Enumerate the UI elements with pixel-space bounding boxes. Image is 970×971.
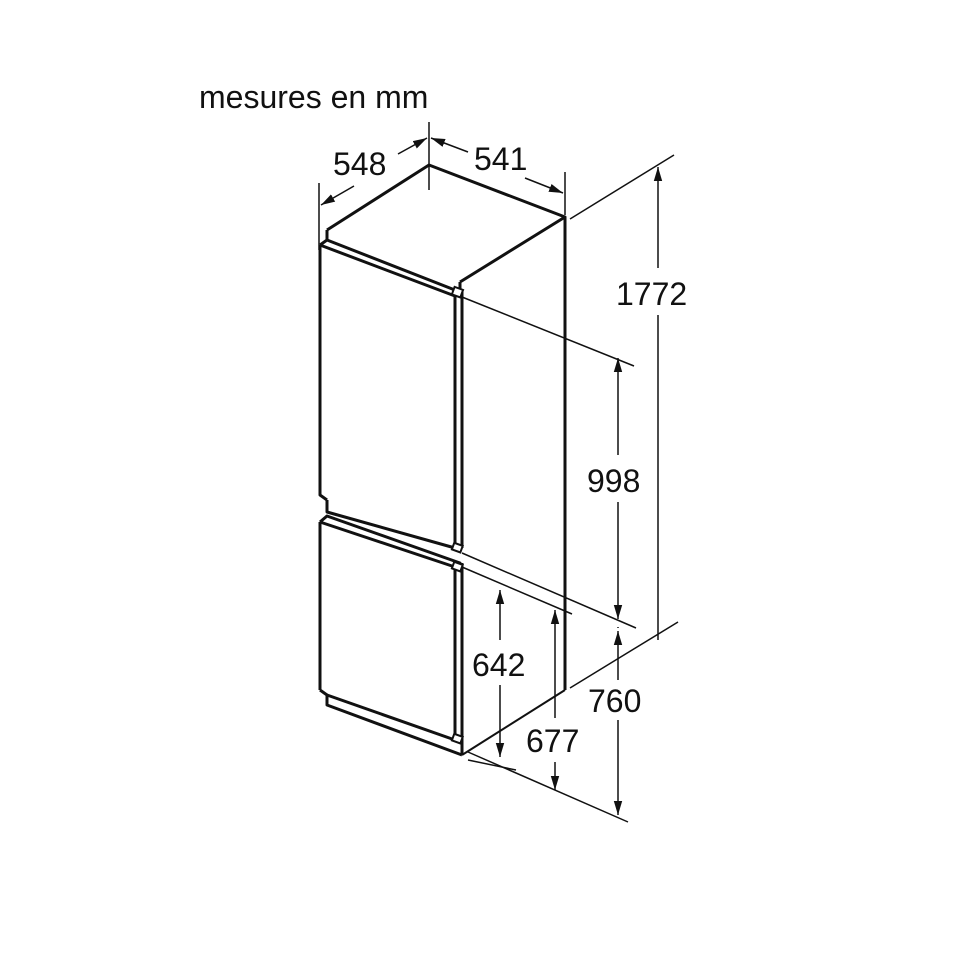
units-title: mesures en mm — [199, 79, 428, 115]
depth-label: 548 — [333, 146, 386, 182]
hinge-markers — [450, 285, 465, 745]
width-label: 541 — [474, 141, 527, 177]
lower-section-height-label: 760 — [588, 683, 641, 719]
upper-door-height-label: 998 — [587, 463, 640, 499]
appliance-body — [318, 163, 567, 757]
total-height-label: 1772 — [616, 276, 687, 312]
dimension-lines — [320, 137, 663, 815]
extension-lines — [318, 122, 679, 823]
lower-door-height-label: 642 — [472, 647, 525, 683]
lower-niche-height-label: 677 — [526, 723, 579, 759]
